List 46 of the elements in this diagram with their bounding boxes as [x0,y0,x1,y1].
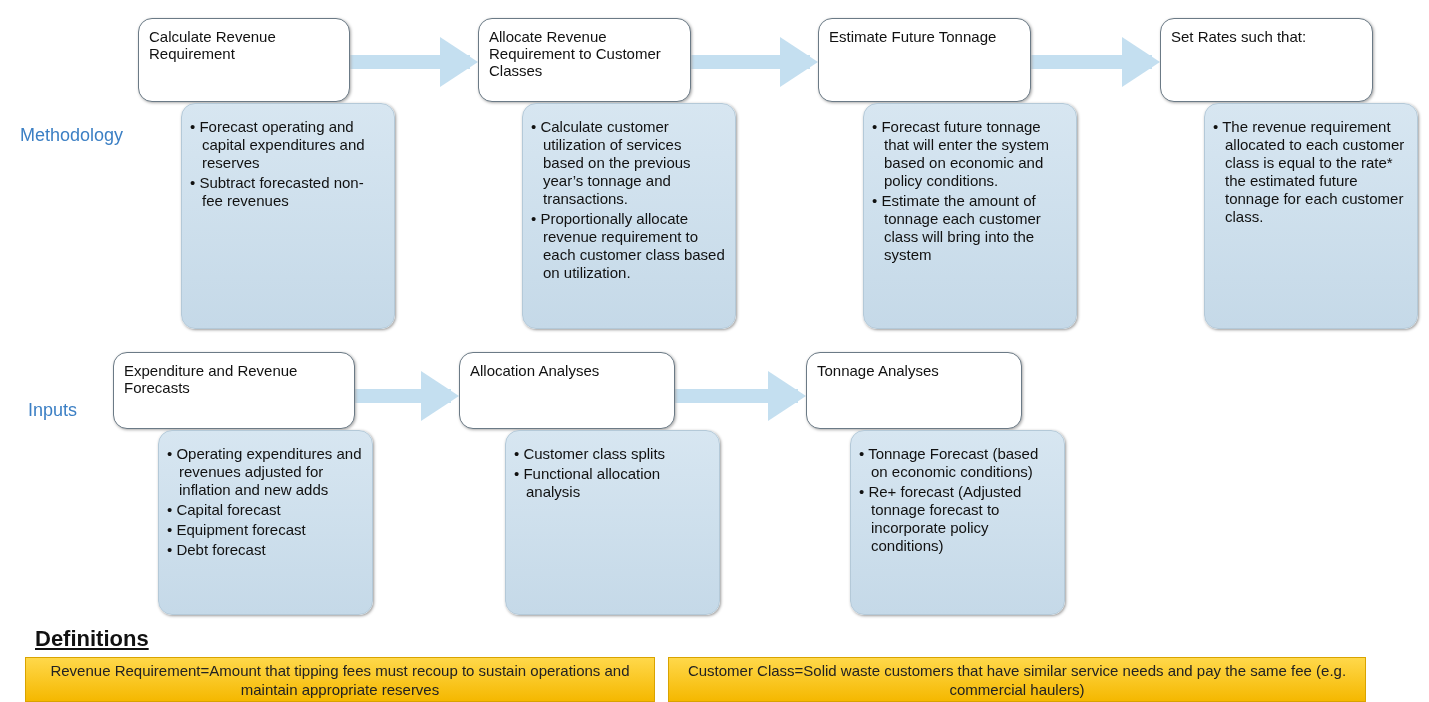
bullet-point: • Re+ forecast (Adjusted tonnage forecast to incorporate policy conditions) [859,483,1023,555]
arrow [675,371,806,421]
step-title: Tonnage Analyses [817,362,939,379]
step-title: Calculate Revenue Requirement [149,28,276,62]
bullet-point: • Equipment forecast [167,521,307,539]
bullet-card [181,103,395,329]
definition-box: Customer Class=Solid waste customers that have similar service needs and pay the same fee (e.g. commercial haulers) [668,657,1366,702]
step-title: Allocate Revenue Requirement to Customer Classes [489,28,661,79]
bullet-point: • Operating expenditures and revenues adjusted for inflation and new adds [167,445,362,499]
bullet-card [1204,103,1418,329]
bullet-point: • Debt forecast [167,541,267,559]
step-card [113,352,355,429]
section-heading: Definitions [35,626,149,652]
bullet-point: • Estimate the amount of tonnage each customer class will bring into the system [872,192,1042,264]
arrow [350,37,478,87]
bullet-point: • Functional allocation analysis [514,465,662,501]
bullet-point: • Forecast future tonnage that will enter the system based on economic and policy conditions. [872,118,1051,190]
bullet-card [522,103,736,329]
step-card [478,18,691,102]
arrow [1031,37,1160,87]
step-card [138,18,350,102]
bullet-card [863,103,1077,329]
step-title: Estimate Future Tonnage [829,28,997,45]
step-card [818,18,1031,102]
step-title: Allocation Analyses [470,362,600,379]
arrow [691,37,818,87]
step-card [806,352,1022,429]
bullet-point: • Capital forecast [167,501,282,519]
step-card [459,352,675,429]
arrow [355,371,459,421]
bullet-point: • Forecast operating and capital expenditures and reserves [190,118,366,172]
bullet-point: • Subtract forecasted non-fee revenues [190,174,365,210]
bullet-point: • Tonnage Forecast (based on economic conditions) [859,445,1040,481]
step-title: Expenditure and Revenue Forecasts [124,362,298,396]
bullet-point: • Customer class splits [514,445,667,463]
bullet-card [158,430,373,615]
bullet-card [850,430,1065,615]
section-label: Inputs [28,400,78,421]
bullet-card [505,430,720,615]
section-label: Methodology [20,125,124,146]
bullet-point: • The revenue requirement allocated to each customer class is equal to the rate* the estimated future tonnage for each customer class. [1213,118,1406,226]
bullet-point: • Calculate customer utilization of services based on the previous year’s tonnage and transactions. [531,118,692,208]
step-card [1160,18,1373,102]
bullet-point: • Proportionally allocate revenue requirement to each customer class based on utilization. [531,210,725,282]
definition-box: Revenue Requirement=Amount that tipping fees must recoup to sustain operations and maintain appropriate reserves [25,657,655,702]
step-title: Set Rates such that: [1171,28,1307,45]
